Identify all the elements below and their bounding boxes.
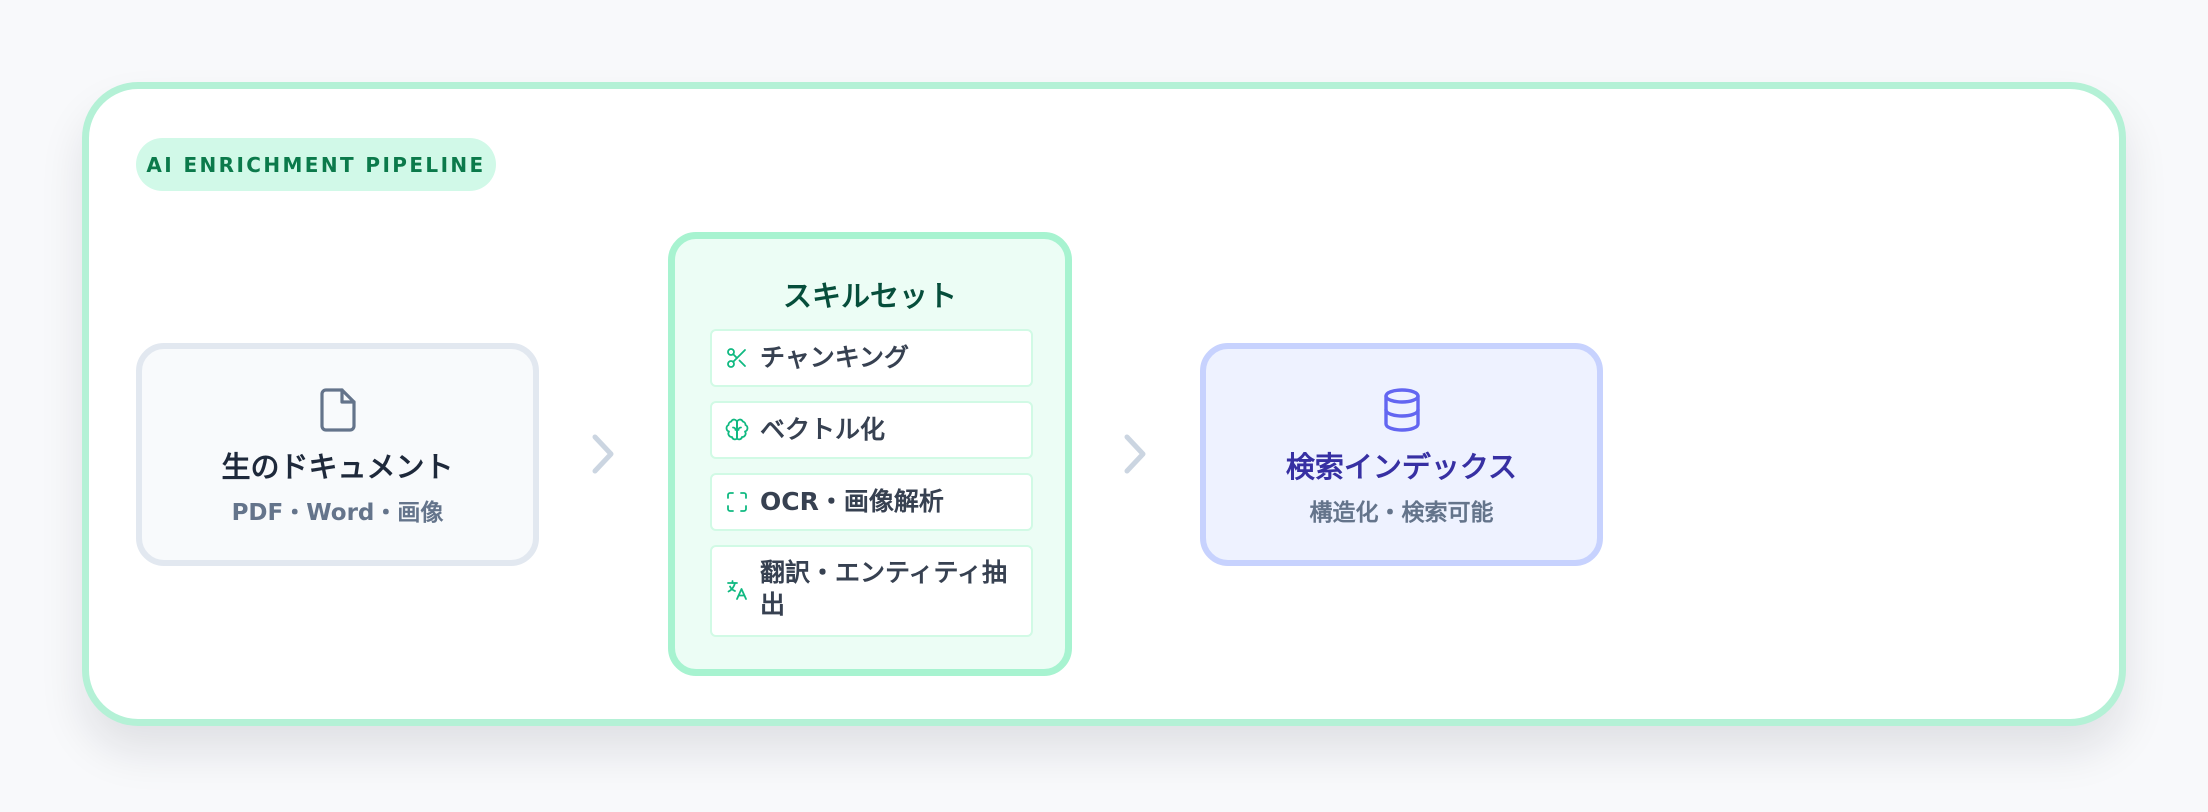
chevron-right-icon — [1124, 434, 1146, 474]
skill-item: 翻訳・エンティティ抽出 — [710, 545, 1033, 637]
translate-icon — [727, 580, 747, 600]
index-subtitle: 構造化・検索可能 — [1309, 500, 1494, 526]
skillset-node: スキルセット チャンキング ベクトル化 OCR・画像解析 — [668, 232, 1072, 676]
source-node: 生のドキュメント PDF・Word・画像 — [136, 343, 539, 566]
index-node: 検索インデックス 構造化・検索可能 — [1200, 343, 1603, 566]
skill-item: ベクトル化 — [710, 401, 1033, 459]
skill-label: OCR・画像解析 — [760, 487, 944, 516]
index-title: 検索インデックス — [1285, 450, 1518, 484]
chevron-right-icon — [592, 434, 614, 474]
database-icon — [1383, 388, 1420, 432]
document-icon — [319, 388, 356, 432]
source-title: 生のドキュメント — [221, 450, 454, 484]
skillset-title: スキルセット — [782, 279, 957, 313]
skill-label: チャンキング — [760, 343, 910, 372]
skill-item: OCR・画像解析 — [710, 473, 1033, 531]
brain-icon — [725, 418, 749, 441]
scissors-icon — [727, 348, 746, 368]
pipeline-badge: AI ENRICHMENT PIPELINE — [136, 138, 496, 191]
scan-icon — [727, 492, 747, 512]
skill-label: ベクトル化 — [760, 415, 886, 444]
skill-item: チャンキング — [710, 329, 1033, 387]
skill-label: 翻訳・エンティティ抽出 — [760, 558, 1008, 619]
source-subtitle: PDF・Word・画像 — [231, 500, 444, 526]
